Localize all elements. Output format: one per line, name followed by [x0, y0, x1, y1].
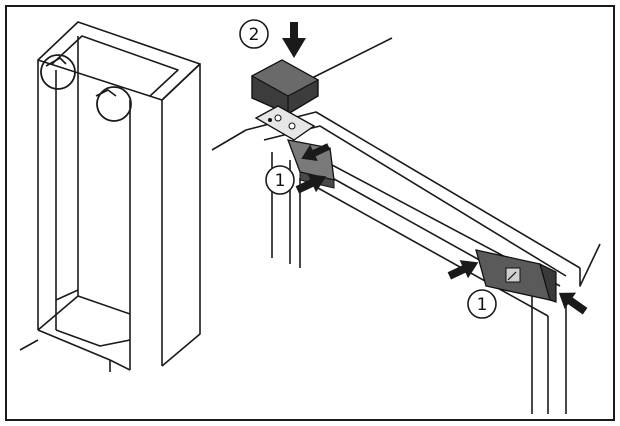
detail-circle-icon [40, 54, 76, 90]
detail-circle-icon [96, 86, 132, 122]
callout-1-left-label: 1 [275, 171, 286, 191]
callout-1-left: 1 [265, 165, 295, 195]
arrow-left-icon [301, 143, 331, 161]
arrow-left-icon [558, 292, 588, 315]
clip-right [475, 249, 557, 303]
callout-1-right: 1 [467, 289, 497, 319]
callout-1-right-label: 1 [477, 295, 488, 315]
callout-2: 2 [239, 19, 269, 49]
arrow-right-icon [447, 260, 479, 280]
rail-bottom-edge [299, 177, 549, 317]
cabinet-side-panel [161, 63, 201, 367]
hinge-plate [254, 105, 316, 141]
hinge-cover [250, 59, 320, 115]
cabinet-overview [19, 21, 201, 372]
callout-2-label: 2 [249, 25, 260, 45]
arrow-down-icon [282, 22, 306, 58]
diagram-border [5, 5, 615, 421]
arrow-right-icon [295, 174, 327, 194]
